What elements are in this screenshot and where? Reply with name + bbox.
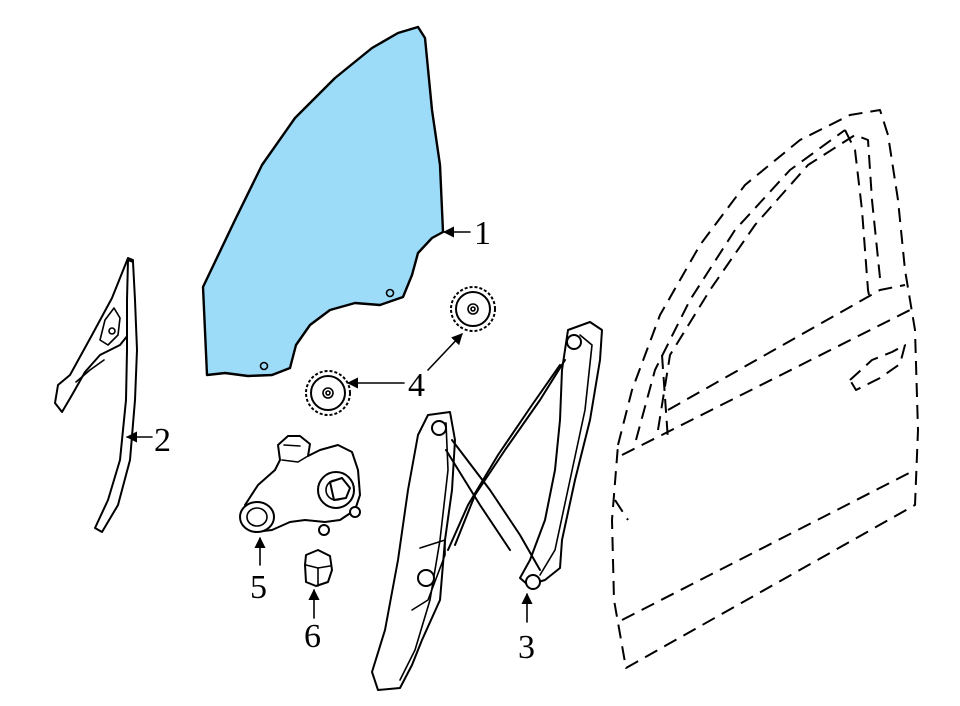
callout-label-6: 6: [304, 618, 321, 655]
door-shell-outline: [611, 109, 919, 669]
callout-label-5: 5: [250, 569, 267, 606]
callout-1: 1: [442, 215, 491, 252]
window-regulator: [371, 321, 603, 691]
callout-2: 2: [125, 422, 171, 459]
callout-label-3: 3: [518, 629, 535, 666]
motor-connector: [304, 549, 333, 587]
callout-6: 6: [304, 588, 321, 655]
run-channel: [54, 257, 138, 533]
callout-label-2: 2: [154, 422, 171, 459]
regulator-motor: [239, 435, 361, 536]
door-glass: [201, 25, 445, 378]
callout-label-4: 4: [408, 367, 425, 404]
pulley-upper: [450, 286, 496, 332]
callout-4: 4: [346, 333, 463, 404]
callout-label-1: 1: [474, 215, 491, 252]
pulley-lower: [305, 370, 351, 416]
callout-3: 3: [518, 592, 535, 666]
callout-5: 5: [250, 536, 267, 606]
